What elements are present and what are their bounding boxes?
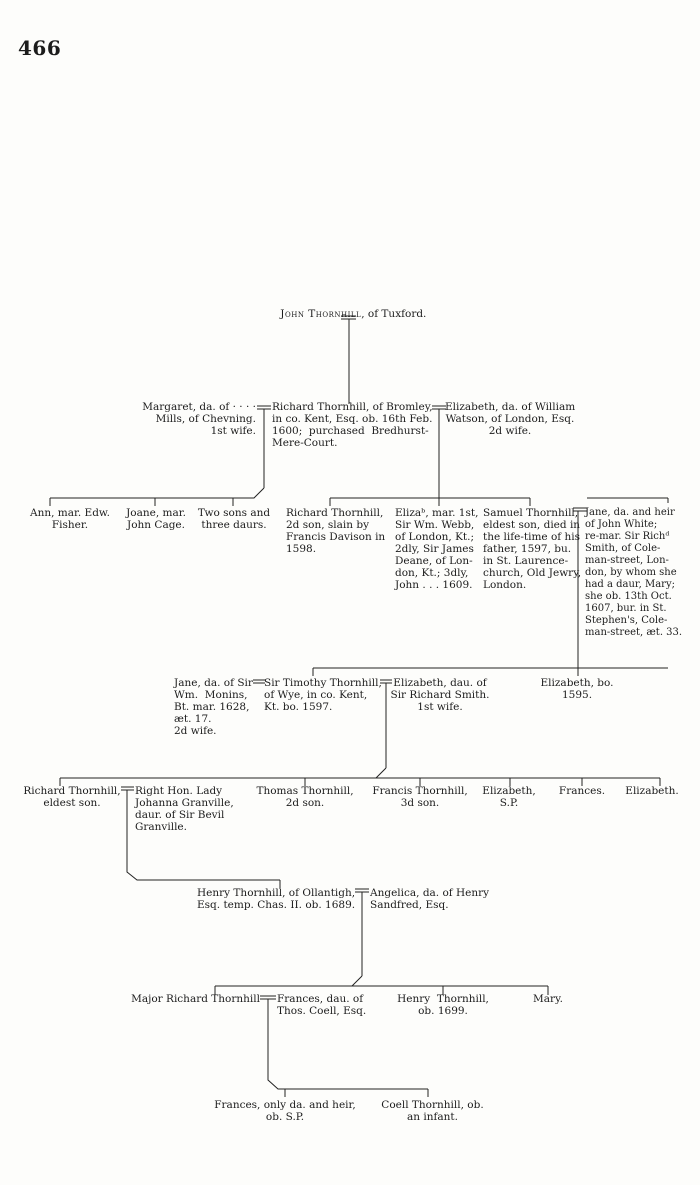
root-person: John Thornhill, of Tuxford.	[250, 296, 450, 320]
person-eliza: Elizaᵇ, mar. 1st, Sir Wm. Webb, of Londo…	[395, 507, 479, 591]
person-frances-only: Frances, only da. and heir, ob. S.P.	[214, 1099, 356, 1123]
person-frances-coell: Frances, dau. of Thos. Coell, Esq.	[277, 993, 367, 1017]
person-joane: Joane, mar. John Cage.	[126, 507, 186, 531]
person-johanna-granville: Right Hon. Lady Johanna Granville, daur.…	[135, 785, 234, 833]
person-two-sons: Two sons and three daurs.	[197, 507, 271, 531]
person-samuel: Samuel Thornhill, eldest son, died in th…	[483, 507, 582, 591]
person-henry-1699: Henry Thornhill, ob. 1699.	[397, 993, 489, 1017]
person-timothy: Sir Timothy Thornhill, of Wye, in co. Ke…	[264, 677, 382, 713]
person-elizabeth-sp: Elizabeth, S.P.	[482, 785, 536, 809]
person-coell: Coell Thornhill, ob. an infant.	[381, 1099, 484, 1123]
person-angelica: Angelica, da. of Henry Sandfred, Esq.	[370, 887, 490, 911]
person-elizabeth-1595: Elizabeth, bo. 1595.	[540, 677, 614, 701]
person-margaret: Margaret, da. of · · · · Mills, of Chevn…	[142, 401, 256, 437]
person-elizabeth-last: Elizabeth.	[625, 785, 679, 797]
root-name: John Thornhill	[280, 308, 362, 320]
person-richard-bromley: Richard Thornhill, of Bromley, in co. Ke…	[272, 401, 433, 449]
page-number: 466	[18, 36, 62, 60]
person-frances: Frances.	[558, 785, 606, 797]
person-ann: Ann, mar. Edw. Fisher.	[29, 507, 110, 531]
person-mary: Mary.	[533, 993, 563, 1005]
person-elizabeth-watson: Elizabeth, da. of William Watson, of Lon…	[445, 401, 576, 437]
person-jane-white: Jane, da. and heir of John White; re-mar…	[585, 507, 683, 638]
root-suffix: , of Tuxford.	[361, 308, 427, 320]
person-jane-monins: Jane, da. of Sir Wm. Monins, Bt. mar. 16…	[174, 677, 253, 737]
person-richard-eldest: Richard Thornhill, eldest son.	[23, 785, 121, 809]
person-elizabeth-smith: Elizabeth, dau. of Sir Richard Smith. 1s…	[390, 677, 490, 713]
person-francis: Francis Thornhill, 3d son.	[372, 785, 468, 809]
person-thomas: Thomas Thornhill, 2d son.	[256, 785, 354, 809]
person-richard-2d: Richard Thornhill, 2d son, slain by Fran…	[286, 507, 386, 555]
person-major-richard: Major Richard Thornhill	[131, 993, 260, 1005]
person-henry-ollantigh: Henry Thornhill, of Ollantigh, Esq. temp…	[197, 887, 356, 911]
